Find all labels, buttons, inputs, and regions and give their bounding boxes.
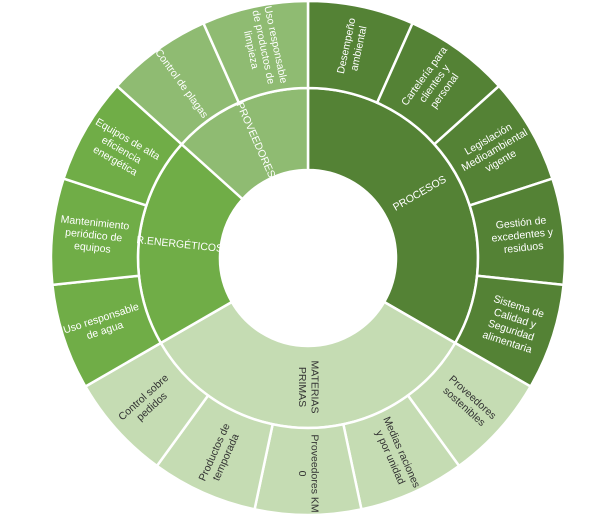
segment-uso-responsable-de-productos-de-limpieza xyxy=(201,0,310,105)
label-proveedores-km-0: Proveedores KM0 xyxy=(296,434,321,512)
center-hole xyxy=(221,171,395,345)
label-mantenimiento-periodico-de-equipos: Mantenimientoperiódico deequipos xyxy=(58,213,131,257)
label-materias-primas: MATERIASPRIMAS xyxy=(296,361,321,414)
label-gestion-de-excedentes-y-residuos: Gestión deexcedentes yresiduos xyxy=(490,214,556,257)
